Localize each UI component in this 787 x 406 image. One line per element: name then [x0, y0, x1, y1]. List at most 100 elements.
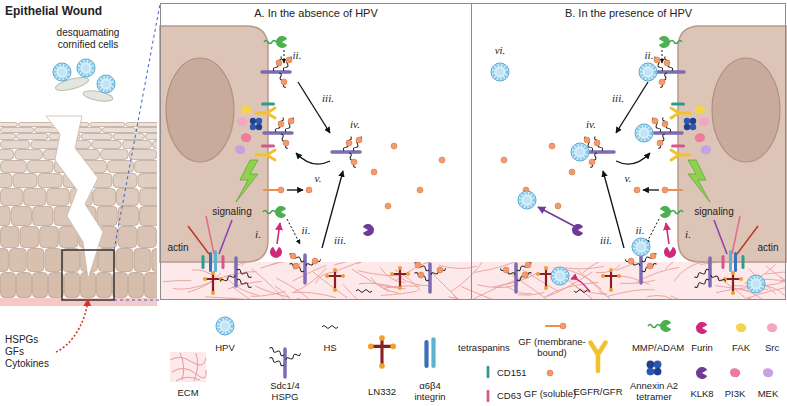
illustration-part [276, 278, 316, 299]
legend-label: GF (soluble) [524, 389, 576, 400]
illustration-part [332, 136, 362, 168]
callout-number: ii. [645, 49, 654, 62]
illustration-part [77, 59, 95, 77]
illustration-part [232, 286, 276, 299]
illustration-part [571, 143, 589, 161]
illustration-part [747, 298, 786, 299]
annotation: Cytokines [5, 358, 49, 370]
illustration-part [40, 227, 59, 248]
callout-number: v. [315, 172, 322, 185]
legend-swatch [727, 366, 743, 380]
legend-label: KLK8 [690, 389, 713, 400]
illustration-part [63, 249, 80, 272]
zoom-lines [114, 4, 160, 300]
illustration-part [97, 273, 112, 298]
ecm [160, 262, 786, 299]
illustration-part [210, 272, 257, 282]
illustration-part [92, 141, 121, 149]
illustration-part [647, 296, 676, 299]
illustration-part [118, 227, 137, 248]
illustration-part [359, 283, 398, 288]
illustration-part [334, 262, 373, 265]
illustration-part [591, 343, 606, 372]
illustration-part [117, 189, 139, 206]
illustration-part [241, 133, 251, 142]
illustration-part [13, 174, 37, 188]
callout-number: iv. [586, 118, 596, 131]
illustration-part [264, 117, 294, 149]
illustration-part [166, 58, 234, 162]
swatch-shape [736, 323, 746, 332]
illustration-part [17, 134, 48, 140]
legend-label: PI3K [725, 389, 746, 400]
illustration-part [385, 203, 391, 209]
illustration-part [256, 150, 275, 160]
illustration-part [264, 187, 284, 193]
illustration-part [38, 174, 62, 188]
annotation: actin [757, 242, 778, 254]
legend-label: CD63 [497, 391, 521, 402]
illustration-part [1, 128, 34, 133]
illustration-part [129, 273, 144, 298]
illustration-part [145, 134, 157, 140]
callout-number: i. [685, 228, 691, 241]
illustration-part [596, 265, 620, 273]
legend-label: Sdc1/4 HSPG [265, 381, 305, 402]
illustration-part [336, 262, 384, 271]
hpv-virions [491, 63, 765, 293]
illustration-part [65, 273, 80, 298]
illustration-part [583, 262, 607, 273]
illustration-part [671, 296, 718, 299]
illustration-part [237, 117, 247, 126]
panel: A. In the absence of HPV [160, 3, 472, 300]
ecm-fibers [163, 262, 786, 299]
illustration-part [306, 187, 312, 193]
illustration-part [126, 123, 157, 127]
callout-number: iii. [322, 92, 334, 105]
legend-label: HS [323, 343, 336, 354]
illustration-part [439, 157, 445, 163]
legend-swatch [694, 366, 710, 380]
illustration-part [222, 255, 225, 269]
callout-number: v. [625, 172, 632, 185]
illustration-part [1, 189, 23, 206]
callout-number: iii. [334, 234, 346, 247]
illustration-part [138, 227, 157, 248]
illustration-part [261, 103, 275, 106]
legend-swatch [760, 366, 776, 380]
illustration-part [209, 250, 217, 272]
illustration-part [134, 249, 151, 272]
illustration-part [571, 279, 590, 292]
illustration-part [270, 247, 282, 258]
panel-a-art [160, 26, 446, 295]
illustration-part [202, 255, 205, 269]
supply-arrow [56, 299, 88, 352]
legend-label: GF (membrane-bound) [516, 337, 588, 358]
illustration-part [538, 207, 574, 226]
zoom-box [62, 250, 114, 300]
illustration-part [140, 207, 157, 226]
illustration-part [53, 63, 71, 81]
illustration-part [264, 36, 287, 48]
illustration-part [368, 335, 396, 369]
illustration-part [287, 189, 303, 190]
illustration-part [297, 298, 346, 299]
callout-number: i. [255, 228, 261, 241]
illustration-part [216, 317, 234, 335]
illustration-part [256, 108, 275, 118]
illustration-part [113, 174, 137, 188]
illustration-part [103, 128, 136, 133]
illustration-part [122, 141, 151, 149]
illustration-part [551, 267, 569, 285]
illustration-part [262, 56, 292, 88]
illustration-part [17, 273, 32, 298]
illustration-part [0, 134, 16, 140]
illustration-part [170, 352, 206, 382]
legend-label: ECM [177, 388, 198, 399]
illustration-part [219, 220, 232, 254]
illustration-part [0, 207, 10, 226]
illustration-part [101, 150, 129, 160]
illustration-part [391, 143, 397, 149]
illustration-part [138, 174, 157, 188]
illustration-part [0, 123, 17, 127]
